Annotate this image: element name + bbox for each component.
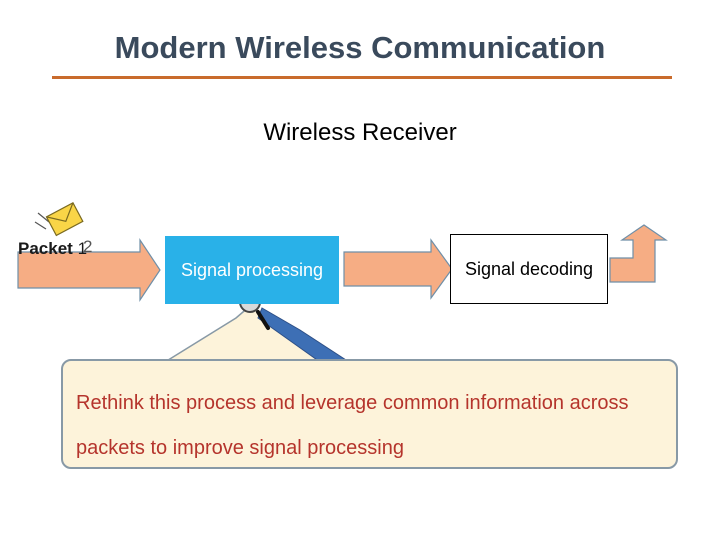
signal-processing-label: Signal processing — [180, 259, 324, 280]
slide-title: Modern Wireless Communication — [114, 30, 606, 65]
packet-label: Packet 1 — [18, 239, 87, 259]
signal-decoding-label: Signal decoding — [464, 258, 594, 279]
title-divider — [52, 76, 672, 79]
callout-text: Rethink this process and leverage common… — [76, 392, 629, 459]
signal-decoding-block: Signal decoding — [450, 234, 608, 304]
packet-word: Packet — [18, 239, 73, 258]
exit-arrow-icon — [609, 224, 668, 283]
input-arrow-icon — [17, 238, 161, 302]
callout-box: Rethink this process and leverage common… — [61, 359, 678, 469]
diagram-subtitle: Wireless Receiver — [263, 119, 457, 146]
connector-arrow-icon — [343, 238, 453, 300]
signal-processing-block: Signal processing — [165, 236, 339, 304]
envelope-icon — [34, 201, 84, 237]
packet-number: 1 — [77, 239, 88, 258]
packet-number-ghost: 2 — [83, 237, 93, 256]
